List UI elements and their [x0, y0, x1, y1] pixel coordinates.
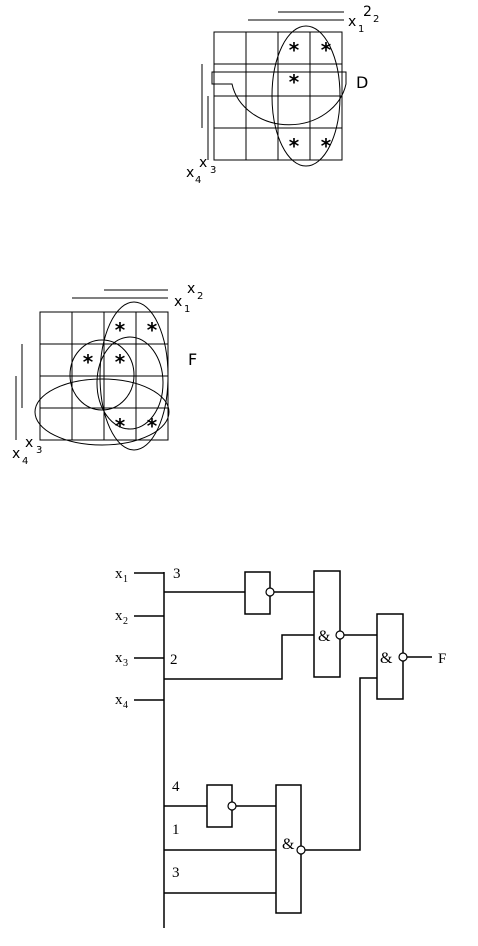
input-x4-sub: 4	[123, 700, 128, 711]
kmap-f-top-var-sub: 1	[184, 304, 190, 315]
circuit-tap-labels: 3 2 4 1 3	[170, 566, 181, 881]
kmap-f-left-variables: x 4 x 3	[12, 435, 42, 467]
kmap-d-left-var-sub: 4	[195, 175, 201, 186]
kmap-d-mark-3: *	[289, 134, 300, 158]
kmap-f-left-var-sup: x	[25, 435, 33, 451]
kmap-d-groupings	[211, 25, 347, 167]
not-gate-bottom	[206, 784, 237, 828]
input-x2-sub: 2	[123, 616, 128, 627]
kmap-f-bracket-lines	[15, 289, 168, 440]
input-x3-label: x 3	[115, 650, 128, 669]
kmap-d-marks: * * * * *	[289, 38, 332, 158]
circuit-output-label: F	[438, 651, 446, 667]
kmap-f-marks: * * * * * *	[83, 318, 158, 438]
kmap-d-mark-0: *	[289, 38, 300, 62]
kmap-d-left-var-sup-sub: 3	[210, 165, 216, 176]
kmap-d-bowl-group	[211, 71, 347, 126]
and-gate-2-symbol: &	[282, 836, 295, 853]
tap-label-3-bottom: 3	[172, 865, 180, 881]
not-gate-top-inversion-bubble	[265, 587, 275, 597]
input-x2-main: x	[115, 608, 123, 624]
kmap-f-mark-2: *	[83, 350, 94, 374]
input-x3-main: x	[115, 650, 123, 666]
kmap-f-top-var-main: x	[174, 294, 182, 310]
kmap-f-output-label: F	[188, 350, 197, 369]
and-gate-1-inversion-bubble	[335, 630, 345, 640]
kmap-f: * * * * * * F x 1 x 2 x 4 x 3	[12, 281, 203, 467]
kmap-d-vertical-oval	[271, 25, 341, 167]
input-x3-sub: 3	[123, 658, 128, 669]
circuit-input-labels: x 1 x 2 x 3 x 4	[115, 566, 128, 711]
input-x1-sub: 1	[123, 574, 128, 585]
wire-and2-to-and3	[305, 677, 377, 851]
kmap-d-top-var-sub: 1	[358, 24, 364, 35]
kmap-f-middle-circle	[69, 339, 135, 411]
input-x4-label: x 4	[115, 692, 128, 711]
kmap-f-center-oval	[96, 336, 164, 430]
and-gate-3-inversion-bubble	[398, 652, 408, 662]
kmap-f-left-var-sub: 4	[22, 456, 28, 467]
input-x4-main: x	[115, 692, 123, 708]
kmap-d-bracket-lines	[201, 11, 344, 160]
kmap-f-left-var-main: x	[12, 446, 20, 462]
and-gate-2-inversion-bubble	[296, 845, 306, 855]
circuit-wires	[134, 572, 432, 928]
tap-label-4: 4	[172, 779, 180, 795]
and-gate-3: &	[376, 613, 408, 700]
wire-tap2-to-and1	[164, 634, 314, 680]
tap-label-2: 2	[170, 652, 178, 668]
kmap-f-mark-1: *	[147, 318, 158, 342]
and-gate-1: &	[313, 570, 345, 678]
and-gate-3-symbol: &	[380, 650, 393, 667]
kmap-f-grid	[39, 311, 169, 441]
kmap-d-mark-2: *	[289, 70, 300, 94]
kmap-d-grid	[213, 31, 343, 161]
kmap-d-top-var-sub2: 2	[373, 14, 379, 25]
kmap-d-output-label: D	[356, 73, 368, 92]
kmap-f-bottom-oval	[34, 378, 170, 446]
kmap-f-groupings	[34, 301, 170, 451]
kmap-d-top-var-main: x	[348, 14, 356, 30]
kmap-f-top-var-sup: x	[187, 281, 195, 297]
kmap-f-mark-4: *	[115, 414, 126, 438]
input-x2-label: x 2	[115, 608, 128, 627]
kmap-f-top-variables: x 1 x 2	[174, 281, 203, 315]
kmap-f-mark-0: *	[115, 318, 126, 342]
kmap-d: * * * * * D x 1 2 2 x 4 x 3	[186, 4, 379, 186]
kmap-d-top-variables: x 1 2 2	[348, 4, 379, 35]
logic-circuit: x 1 x 2 x 3 x 4	[115, 566, 446, 928]
kmap-f-vertical-oval	[99, 301, 169, 451]
tap-label-1: 1	[172, 822, 180, 838]
kmap-d-mark-1: *	[321, 38, 332, 62]
tap-label-3-top: 3	[173, 566, 181, 582]
input-x1-label: x 1	[115, 566, 128, 585]
input-x1-main: x	[115, 566, 123, 582]
kmap-d-left-variables: x 4 x 3	[186, 155, 216, 186]
kmap-d-left-var-sup: x	[199, 155, 207, 171]
not-gate-bottom-inversion-bubble	[227, 801, 237, 811]
and-gate-2: &	[275, 784, 306, 914]
kmap-f-left-var-sup-sub: 3	[36, 445, 42, 456]
kmap-d-left-var-main: x	[186, 165, 194, 181]
kmap-f-top-var-sup-sub: 2	[197, 291, 203, 302]
kmap-d-top-var-sup: 2	[363, 4, 372, 20]
and-gate-1-symbol: &	[318, 628, 331, 645]
not-gate-top	[244, 571, 275, 615]
kmap-d-mark-4: *	[321, 134, 332, 158]
kmap-f-mark-5: *	[147, 414, 158, 438]
kmap-f-mark-3: *	[115, 350, 126, 374]
